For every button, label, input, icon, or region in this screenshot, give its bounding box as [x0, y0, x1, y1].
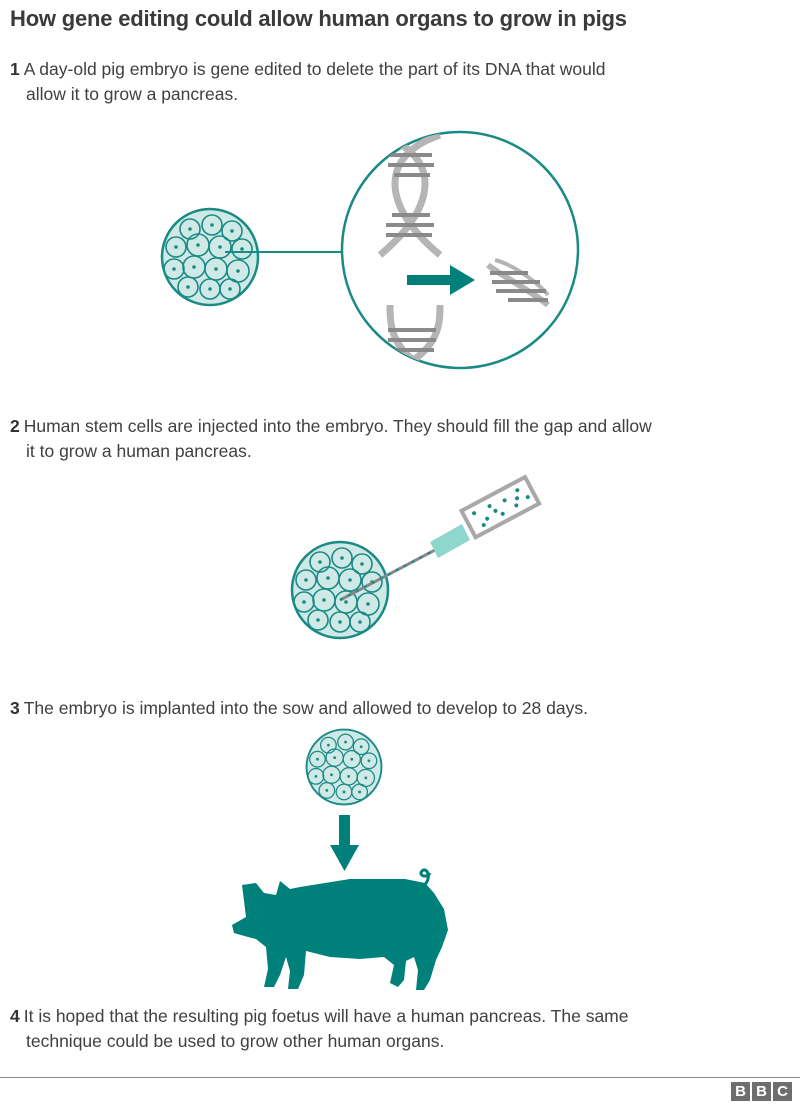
- embryo-icon: [305, 728, 383, 806]
- pig-icon: [232, 879, 448, 990]
- step-text: The embryo is implanted into the sow and…: [23, 698, 588, 718]
- step-text: It is hoped that the resulting pig foetu…: [23, 1006, 629, 1026]
- step-text-cont: technique could be used to grow other hu…: [26, 1031, 445, 1051]
- step-text-cont: allow it to grow a pancreas.: [26, 84, 239, 104]
- syringe-icon: [339, 474, 542, 602]
- step-text: A day-old pig embryo is gene edited to d…: [23, 59, 606, 79]
- step-number: 4: [10, 1006, 20, 1026]
- bbc-logo: B B C: [731, 1082, 792, 1101]
- arrow-down-icon: [330, 815, 359, 871]
- arrow-right-icon: [407, 265, 475, 295]
- page-title: How gene editing could allow human organ…: [10, 6, 627, 31]
- step-text: Human stem cells are injected into the e…: [23, 416, 652, 436]
- step-number: 2: [10, 416, 20, 436]
- logo-letter: C: [773, 1082, 792, 1101]
- embryo-icon: [290, 540, 390, 640]
- logo-letter: B: [752, 1082, 771, 1101]
- step2-illustration: [290, 474, 542, 640]
- step-number: 1: [10, 59, 20, 79]
- step-number: 3: [10, 698, 20, 718]
- dna-fragment-icon: [486, 258, 550, 308]
- magnifier-circle: [340, 130, 580, 370]
- embryo-icon: [160, 207, 260, 307]
- step-text-cont: it to grow a human pancreas.: [26, 441, 252, 461]
- logo-letter: B: [731, 1082, 750, 1101]
- step1-illustration: [160, 130, 580, 370]
- step3-illustration: [232, 728, 448, 990]
- divider: [0, 1077, 800, 1078]
